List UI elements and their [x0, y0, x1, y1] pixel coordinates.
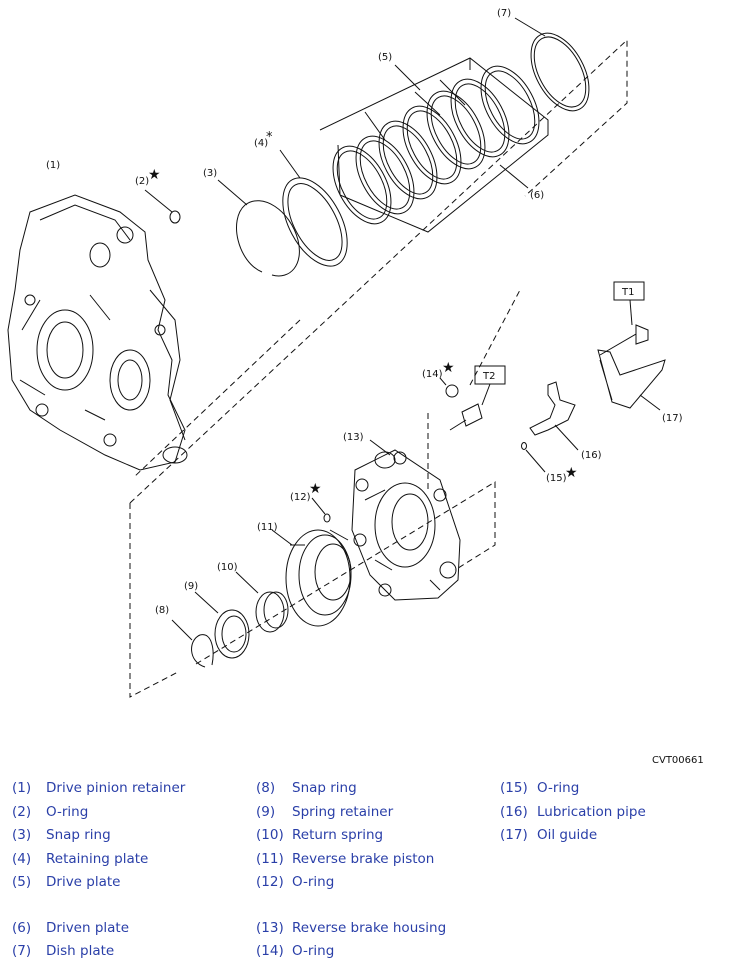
- t2-bolt-part: [449, 403, 483, 431]
- parts-legend: (1)Drive pinion retainer (2)O-ring (3)Sn…: [0, 778, 737, 967]
- legend-item: (6)Driven plate: [12, 920, 130, 936]
- legend-item: (3)Snap ring: [12, 827, 111, 843]
- legend-item: (5)Drive plate: [12, 874, 121, 890]
- o-ring-2-part: [169, 210, 181, 224]
- legend-item: (16)Lubrication pipe: [500, 804, 646, 820]
- callout-6: (6): [530, 190, 544, 201]
- callout-17: (17): [662, 413, 683, 424]
- t1-bolt-part: [599, 324, 649, 356]
- callout-1: (1): [46, 160, 60, 171]
- assembly-dashed-outline: [129, 38, 628, 698]
- t1-tag: T1: [621, 287, 634, 298]
- star-mark-12: ★: [309, 481, 322, 497]
- retaining-plate-part: [282, 177, 348, 267]
- oil-guide-part: [597, 349, 666, 409]
- dish-plate-part: [530, 32, 590, 112]
- callout-10: (10): [217, 562, 238, 573]
- o-ring-14-part: [445, 384, 459, 398]
- o-ring-12-part: [323, 513, 331, 523]
- callout-9: (9): [184, 581, 198, 592]
- callout-11: (11): [257, 522, 278, 533]
- snap-ring-3-part: [236, 200, 300, 277]
- snap-ring-8-part: [191, 634, 214, 668]
- star-mark-15: ★: [565, 465, 578, 481]
- t2-tag: T2: [482, 371, 495, 382]
- asterisk-mark-4: *: [266, 130, 273, 145]
- callout-7: (7): [497, 8, 511, 19]
- figure-code: CVT00661: [652, 755, 704, 766]
- callout-16: (16): [581, 450, 602, 461]
- o-ring-15-part: [521, 442, 527, 450]
- legend-item: (11)Reverse brake piston: [256, 851, 435, 867]
- legend-item: (2)O-ring: [12, 804, 89, 820]
- legend-item: (13)Reverse brake housing: [256, 920, 447, 936]
- callout-15: (15): [546, 473, 567, 484]
- star-mark-2: ★: [148, 167, 161, 183]
- reverse-brake-housing-part: [351, 449, 461, 601]
- callout-3: (3): [203, 168, 217, 179]
- return-spring-part: [255, 591, 289, 633]
- legend-item: (15)O-ring: [500, 780, 580, 796]
- drive-pinion-retainer-part: [7, 194, 188, 471]
- legend-item: (17)Oil guide: [500, 827, 598, 843]
- callout-2: (2): [135, 176, 149, 187]
- exploded-parts-diagram: (1) (2) (3) (4) (5) (6) (7) (8) (9) (10)…: [7, 8, 683, 698]
- legend-item: (4)Retaining plate: [12, 851, 149, 867]
- legend-item: (14)O-ring: [256, 943, 335, 959]
- clutch-plates-part: [332, 65, 540, 225]
- reverse-brake-piston-part: [285, 529, 352, 627]
- legend-item: (12)O-ring: [256, 874, 335, 890]
- t1-tag-box: [613, 281, 645, 301]
- star-mark-14: ★: [442, 360, 455, 376]
- legend-item: (10)Return spring: [256, 827, 384, 843]
- callout-4: (4): [254, 138, 268, 149]
- callout-14: (14): [422, 369, 443, 380]
- lubrication-pipe-part: [529, 381, 576, 436]
- callout-8: (8): [155, 605, 169, 616]
- callout-5: (5): [378, 52, 392, 63]
- legend-item: (7)Dish plate: [12, 943, 115, 959]
- legend-item: (9)Spring retainer: [256, 804, 394, 820]
- callout-12: (12): [290, 492, 311, 503]
- legend-item: (1)Drive pinion retainer: [12, 780, 186, 796]
- spring-retainer-part: [214, 609, 250, 659]
- callout-13: (13): [343, 432, 364, 443]
- legend-item: (8)Snap ring: [256, 780, 357, 796]
